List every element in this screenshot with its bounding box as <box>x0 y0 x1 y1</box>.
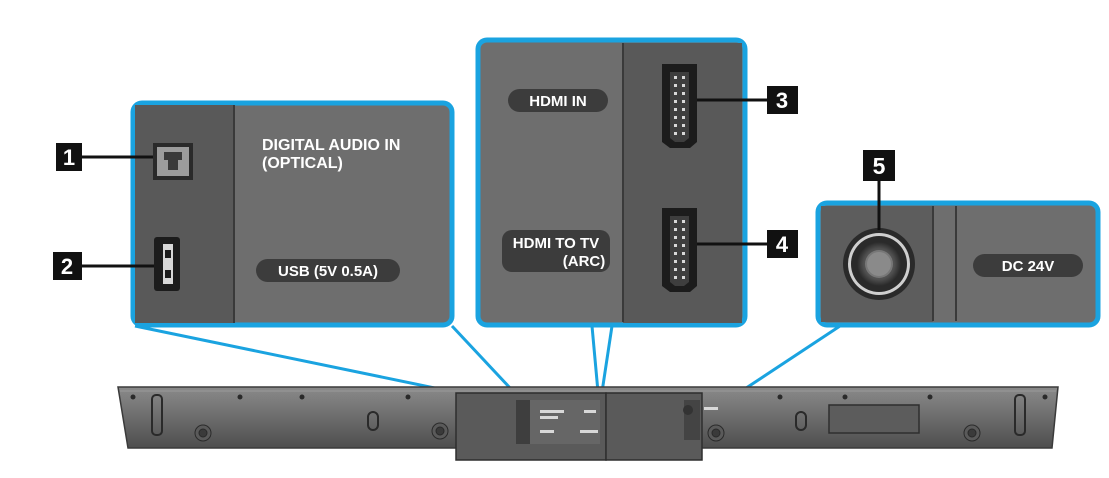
number-tags: 1 2 3 4 5 <box>53 86 895 280</box>
optical-port <box>153 143 193 180</box>
callout-number-4: 4 <box>776 232 789 257</box>
callout-number-3: 3 <box>776 88 788 113</box>
callout-right: DC 24V <box>815 200 1101 328</box>
soundbar-body <box>117 386 1059 461</box>
dc-power-jack <box>843 228 915 300</box>
callout-number-1: 1 <box>63 145 75 170</box>
callout-number-2: 2 <box>61 254 73 279</box>
callout-number-5: 5 <box>873 153 886 179</box>
usb-port <box>154 237 180 291</box>
hdmi-in-label: HDMI IN <box>529 93 587 110</box>
usb-label: USB (5V 0.5A) <box>278 263 378 280</box>
hdmi-tv-label-line2: (ARC) <box>563 253 606 270</box>
callout-center: HDMI IN HDMI TO TV (ARC) <box>475 37 748 328</box>
digital-audio-label-line1: DIGITAL AUDIO IN <box>262 137 400 154</box>
dc-label: DC 24V <box>1002 258 1055 275</box>
hdmi-tv-port <box>662 208 697 292</box>
callout-left: DIGITAL AUDIO IN (OPTICAL) USB (5V 0.5A) <box>130 100 455 328</box>
digital-audio-label-line2: (OPTICAL) <box>262 155 343 172</box>
hdmi-tv-label-line1: HDMI TO TV <box>513 235 599 252</box>
hdmi-in-port <box>662 64 697 148</box>
